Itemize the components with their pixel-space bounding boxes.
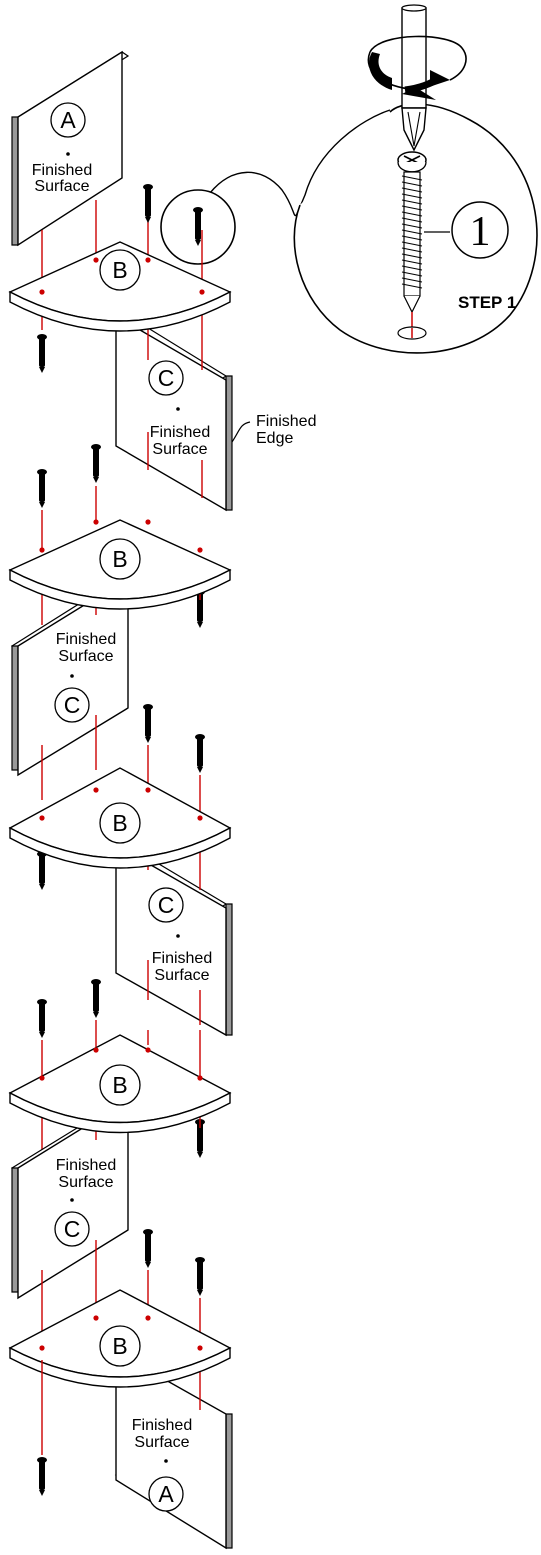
svg-text:Finished: Finished bbox=[32, 162, 92, 179]
svg-text:Finished: Finished bbox=[132, 1417, 192, 1434]
svg-text:C: C bbox=[64, 1216, 81, 1242]
shelf-stage-3: C Finished Surface B bbox=[8, 704, 233, 1037]
screw-icon bbox=[397, 151, 427, 340]
svg-text:Finished: Finished bbox=[56, 631, 116, 648]
svg-text:Surface: Surface bbox=[34, 178, 89, 195]
panel-a-top: A Finished Surface bbox=[11, 50, 130, 247]
svg-text:B: B bbox=[112, 810, 127, 836]
svg-text:B: B bbox=[112, 257, 127, 283]
svg-text:Finished: Finished bbox=[256, 413, 316, 430]
shelf-stage-5: Finished Surface A B bbox=[8, 1229, 233, 1550]
shelf-stage-4: Finished Surface C B bbox=[8, 979, 232, 1318]
svg-text:Surface: Surface bbox=[154, 967, 209, 984]
shelf-stage-2: Finished Surface C B bbox=[8, 444, 232, 800]
svg-text:C: C bbox=[158, 892, 175, 918]
svg-text:A: A bbox=[60, 107, 76, 133]
svg-text:B: B bbox=[112, 546, 127, 572]
svg-text:Finished: Finished bbox=[150, 424, 210, 441]
svg-text:Finished: Finished bbox=[56, 1157, 116, 1174]
clockwise-arrow-icon bbox=[367, 35, 467, 100]
svg-text:Finished: Finished bbox=[152, 950, 212, 967]
shelf-stage-1: C Finished Surface Finished Edge B bbox=[8, 184, 316, 512]
svg-text:Surface: Surface bbox=[152, 441, 207, 458]
svg-text:A: A bbox=[158, 1481, 174, 1507]
hardware-number: 1 bbox=[470, 209, 491, 255]
screwdriver-icon bbox=[401, 4, 427, 152]
detail-callout: 1 STEP 1 bbox=[160, 4, 538, 354]
svg-text:Edge: Edge bbox=[256, 430, 293, 447]
svg-text:Surface: Surface bbox=[58, 648, 113, 665]
svg-text:B: B bbox=[112, 1072, 127, 1098]
hardware-number-badge bbox=[451, 201, 509, 259]
callout-connector bbox=[209, 109, 391, 217]
svg-text:Surface: Surface bbox=[58, 1174, 113, 1191]
svg-text:Surface: Surface bbox=[134, 1434, 189, 1451]
svg-text:C: C bbox=[158, 365, 175, 391]
svg-text:C: C bbox=[64, 692, 81, 718]
svg-text:B: B bbox=[112, 1333, 127, 1359]
step-label: STEP 1 bbox=[458, 293, 516, 312]
